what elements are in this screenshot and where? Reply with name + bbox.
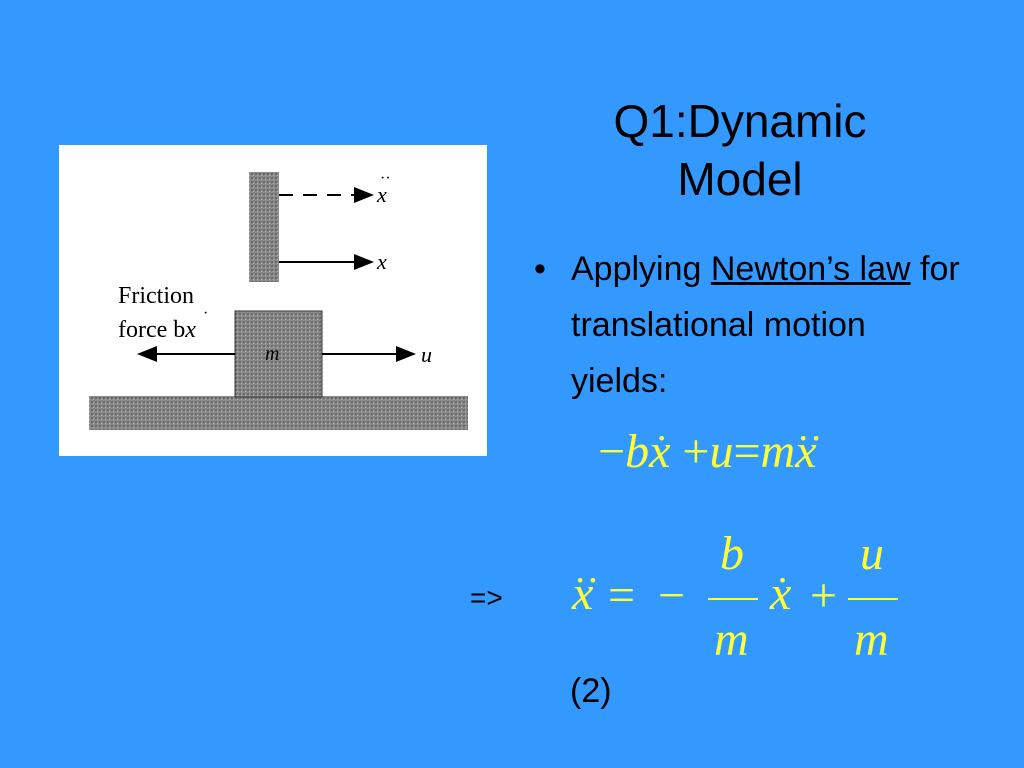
slide-title-line2: Model xyxy=(677,153,803,205)
x-label: x xyxy=(376,249,387,274)
diagram-svg: x ·· x Friction force bx · m u xyxy=(89,170,468,430)
equation-2: x·· = − b m x· + u m xyxy=(568,527,908,672)
input-label: u xyxy=(421,342,432,367)
friction-x-dot: · xyxy=(203,305,208,322)
x-ddot-label: x xyxy=(376,182,387,207)
equation-1: −bx· +u=mx·· xyxy=(598,418,823,478)
mass-friction-diagram: x ·· x Friction force bx · m u xyxy=(59,145,487,456)
bullet-text-post: for translational motion yields: xyxy=(571,250,960,400)
implies-arrow: => xyxy=(470,582,503,613)
slide-title: Q1:Dynamic Model xyxy=(540,92,940,208)
x-ddot-dots: ·· xyxy=(380,170,391,187)
bullet-text: Applying Newton’s law for translational … xyxy=(571,241,971,409)
bullet-text-pre: Applying xyxy=(571,250,711,288)
equation-number: (2) xyxy=(570,672,612,710)
mass-block xyxy=(234,310,323,398)
friction-label-line2: force bx xyxy=(118,317,196,343)
reference-wall xyxy=(249,172,279,282)
newtons-law-link[interactable]: Newton’s law xyxy=(710,250,911,288)
slide-title-line1: Q1:Dynamic xyxy=(613,95,867,147)
bullet-symbol: • xyxy=(534,250,546,288)
friction-label-line1: Friction xyxy=(118,283,194,309)
mass-label: m xyxy=(265,343,279,365)
ground xyxy=(89,396,468,430)
